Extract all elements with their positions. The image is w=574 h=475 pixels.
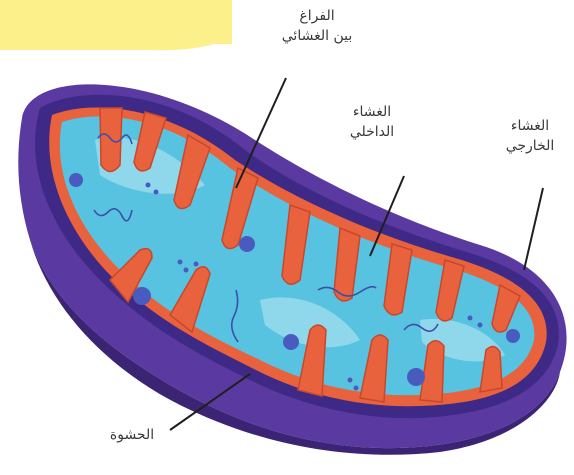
- label-matrix-line1: الحشوة: [92, 425, 172, 445]
- label-intermembrane-space: الفراغ بين الغشائي: [262, 6, 372, 46]
- granule: [69, 173, 83, 187]
- label-matrix: الحشوة: [92, 425, 172, 445]
- label-outer-line1: الغشاء: [486, 116, 574, 136]
- granule: [133, 287, 151, 305]
- granule: [283, 334, 299, 350]
- granule: [184, 268, 189, 273]
- granule: [146, 183, 151, 188]
- label-intermembrane-line1: الفراغ: [262, 6, 372, 26]
- leader-line-outer: [524, 188, 543, 270]
- label-outer-line2: الخارجي: [486, 136, 574, 156]
- granule: [468, 316, 473, 321]
- label-inner-line1: الغشاء: [322, 102, 422, 122]
- label-inner-line2: الداخلي: [322, 122, 422, 142]
- granule: [194, 262, 199, 267]
- granule: [154, 190, 159, 195]
- granule: [178, 260, 183, 265]
- highlight-band-edge: [0, 0, 232, 44]
- label-intermembrane-line2: بين الغشائي: [262, 26, 372, 46]
- granule: [506, 329, 520, 343]
- granule: [407, 368, 425, 386]
- granule: [478, 323, 483, 328]
- granule: [239, 236, 255, 252]
- granule: [348, 378, 353, 383]
- label-inner-membrane: الغشاء الداخلي: [322, 102, 422, 142]
- label-outer-membrane: الغشاء الخارجي: [486, 116, 574, 156]
- granule: [354, 386, 359, 391]
